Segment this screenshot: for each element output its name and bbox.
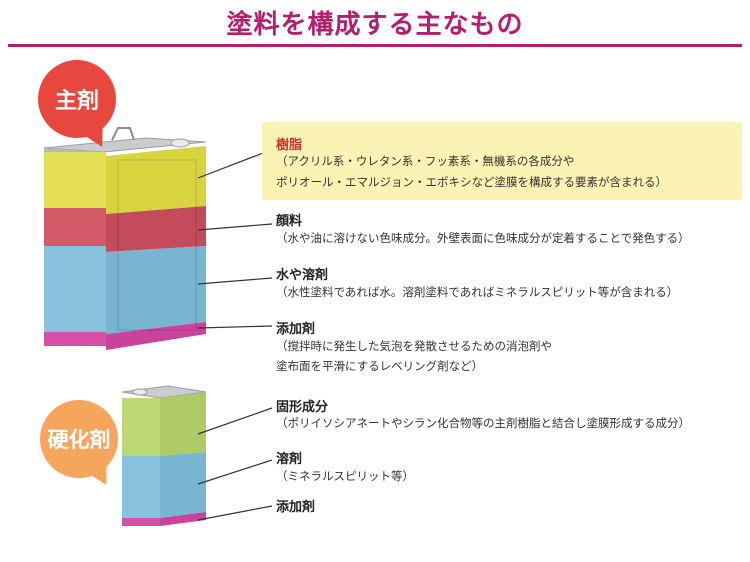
hardener-badge: 硬化剤 [40,400,118,478]
resin-label: 樹脂 [276,138,303,153]
leader-additive [197,325,273,329]
hardener-solid-desc: （ポリイソシアネートやシラン化合物等の主剤樹脂と結合し塗膜形成する成分） [276,416,690,430]
resin-highlight [262,122,742,200]
hardener-solvent-label: 溶剤 [276,452,303,467]
hardener-solvent-desc: （ミネラルスピリット等） [276,469,414,483]
resin-desc-line-2: ポリオール・エマルジョン・エポキシなど塗膜を構成する要素が含まれる） [276,175,667,189]
main-agent-can [43,127,207,350]
leader-hard-solvent [197,459,273,485]
main-agent-badge: 主剤 [38,60,116,138]
pigment-label: 顔料 [276,214,303,229]
hardener-can [121,385,207,526]
additive-desc-line-2: 塗布面を平滑にするレベリング剤など） [276,359,484,373]
leader-pigment [197,223,273,231]
water-solvent-desc: （水性塗料であれば水。溶剤塗料であればミネラルスピリット等が含まれる） [276,285,679,299]
additive-desc-line-1: （撹拌時に発生した気泡を発散させるための消泡剤や [276,339,552,353]
hardener-solid-label: 固形成分 [276,400,329,415]
page-title: 塗料を構成する主なもの [226,10,524,40]
leader-hard-solid [197,407,273,435]
leader-solvent [197,277,273,285]
pigment-desc: （水や油に溶けない色味成分。外壁表面に色味成分が定着することで発色する） [276,231,690,245]
hardener-additive-label: 添加剤 [276,500,316,515]
leader-hard-additive [197,505,273,521]
additive-label: 添加剤 [276,322,316,337]
title-divider [8,44,742,47]
water-solvent-label: 水や溶剤 [276,268,329,283]
resin-desc-line-1: （アクリル系・ウレタン系・フッ素系・無機系の各成分や [276,154,575,168]
